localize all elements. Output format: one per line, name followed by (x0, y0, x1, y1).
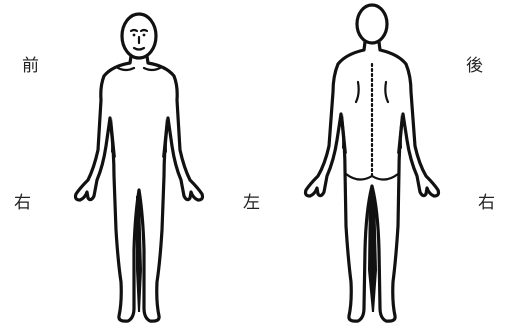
front-eyebrows (131, 30, 147, 31)
front-eye-right (133, 34, 136, 37)
front-nose-mouth (134, 37, 144, 50)
back-buttocks-line (346, 174, 398, 180)
front-eye-left (143, 34, 146, 37)
front-collarbones (118, 68, 160, 70)
back-head (357, 5, 387, 43)
front-body-figure (76, 14, 203, 321)
back-body-figure (306, 5, 439, 321)
